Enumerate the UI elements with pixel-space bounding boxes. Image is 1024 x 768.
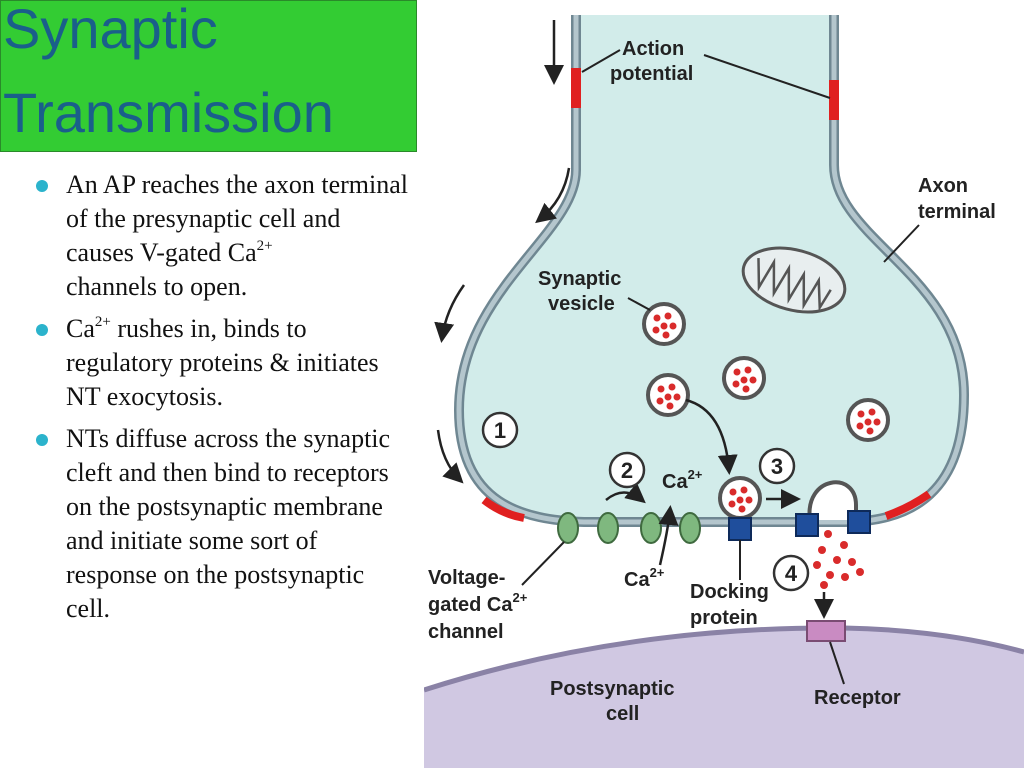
ca-channel xyxy=(679,512,701,544)
ca-channel xyxy=(640,512,662,544)
action-potential-label-line-2: potential xyxy=(610,63,693,85)
leader-line xyxy=(829,641,845,685)
axon-terminal-label-line-2: terminal xyxy=(918,201,996,223)
ca-label-lower: Ca2+ xyxy=(624,565,665,591)
ca-entry-arrow xyxy=(605,482,646,504)
leader-line xyxy=(521,541,565,586)
fusing-vesicle xyxy=(807,480,858,521)
bullet-1-text-end: channels to open. xyxy=(66,272,248,301)
vg-channel-label-line-2-base: gated Ca xyxy=(428,594,513,616)
bullet-2-text-start: Ca xyxy=(66,314,95,343)
step-2-number: 2 xyxy=(621,458,633,483)
axon-terminal-label-line-1: Axon xyxy=(918,175,968,197)
synaptic-vesicle xyxy=(642,302,686,346)
propagation-arrow-4 xyxy=(436,429,464,484)
propagation-arrow-2 xyxy=(535,167,571,224)
bullet-dot-icon xyxy=(36,324,48,336)
step-3-number: 3 xyxy=(771,454,783,479)
vg-channel-label-sup: 2+ xyxy=(512,590,527,605)
bullet-list: An AP reaches the axon terminal of the p… xyxy=(36,168,408,634)
step-1-number: 1 xyxy=(494,418,506,443)
step-1-circle xyxy=(481,411,519,449)
step-3-circle xyxy=(758,447,796,485)
bullet-dot-icon xyxy=(36,180,48,192)
synaptic-vesicle xyxy=(722,356,766,400)
vg-channel-label-line-1: Voltage- xyxy=(428,567,505,589)
leader-line xyxy=(627,297,651,311)
ca-channel xyxy=(557,512,579,544)
vesicle-arrow xyxy=(685,398,738,475)
docking-vesicle xyxy=(718,476,762,520)
docking-protein-block xyxy=(795,513,819,537)
docking-protein-block xyxy=(728,517,752,541)
synaptic-vesicle-label-line-2: vesicle xyxy=(548,293,615,315)
action-potential-marker-bottom-left xyxy=(481,496,525,522)
step-4-number: 4 xyxy=(785,561,798,586)
docking-protein-block xyxy=(847,510,871,534)
bullet-dot-icon xyxy=(36,434,48,446)
title-line-2: Transmission xyxy=(3,81,334,144)
ca-label-upper-sup: 2+ xyxy=(688,467,703,482)
synapse-diagram-svg: 1 2 3 4 Action potential Axon terminal S… xyxy=(424,15,1024,768)
docking-protein-label-line-2: protein xyxy=(690,607,758,629)
axon-terminal-body xyxy=(459,15,964,522)
postsynaptic-cell-body xyxy=(424,627,1024,768)
bullet-2-text: rushes in, binds to regulatory proteins … xyxy=(66,314,379,411)
step-4-circle xyxy=(772,554,810,592)
bullet-3-text: NTs diffuse across the synaptic cleft an… xyxy=(66,424,391,623)
synaptic-vesicle xyxy=(846,398,890,442)
mitochondrion-cristae xyxy=(757,257,832,312)
bullet-1-text: An AP reaches the axon terminal of the p… xyxy=(66,170,408,267)
postsynaptic-membrane xyxy=(424,625,1024,693)
title-line-1: Synaptic xyxy=(3,0,218,60)
propagation-arrow-3 xyxy=(434,284,466,343)
bullet-item-2: Ca2+ rushes in, binds to regulatory prot… xyxy=(36,312,408,414)
postsynaptic-cell-label-line-2: cell xyxy=(606,703,639,725)
vg-channel-label-line-3: channel xyxy=(428,621,504,643)
ca-channel xyxy=(597,512,619,544)
bullet-2-superscript: 2+ xyxy=(94,314,111,330)
receptor-label: Receptor xyxy=(814,687,901,709)
vg-channel-label-line-2: gated Ca2+ xyxy=(428,590,528,616)
axon-terminal-membrane-inner xyxy=(456,15,967,525)
action-potential-marker-right xyxy=(829,80,839,120)
action-potential-marker-left xyxy=(571,68,581,108)
action-potential-marker-bottom-right xyxy=(884,490,932,520)
bullet-1-superscript: 2+ xyxy=(256,238,273,254)
neurotransmitter-dots xyxy=(813,530,864,589)
docking-protein-label-line-1: Docking xyxy=(690,581,769,603)
postsynaptic-cell-label-line-1: Postsynaptic xyxy=(550,678,674,700)
leader-line xyxy=(581,49,621,73)
ca-label-lower-base: Ca xyxy=(624,569,650,591)
title-box: Synaptic Transmission xyxy=(0,0,417,152)
ca-label-lower-sup: 2+ xyxy=(650,565,665,580)
leader-line xyxy=(703,54,831,99)
ca-entry-arrow xyxy=(658,505,679,566)
ca-label-upper-base: Ca xyxy=(662,471,688,493)
bullet-item-1: An AP reaches the axon terminal of the p… xyxy=(36,168,408,304)
bullet-item-3: NTs diffuse across the synaptic cleft an… xyxy=(36,422,408,626)
action-potential-label-line-1: Action xyxy=(622,38,684,60)
receptor-block xyxy=(806,620,846,642)
synapse-diagram: 1 2 3 4 Action potential Axon terminal S… xyxy=(424,0,1024,768)
step-2-circle xyxy=(608,451,646,489)
synaptic-vesicle-label-line-1: Synaptic xyxy=(538,268,621,290)
ca-label-upper: Ca2+ xyxy=(662,467,703,493)
synaptic-vesicle xyxy=(646,373,690,417)
leader-line xyxy=(883,224,920,263)
